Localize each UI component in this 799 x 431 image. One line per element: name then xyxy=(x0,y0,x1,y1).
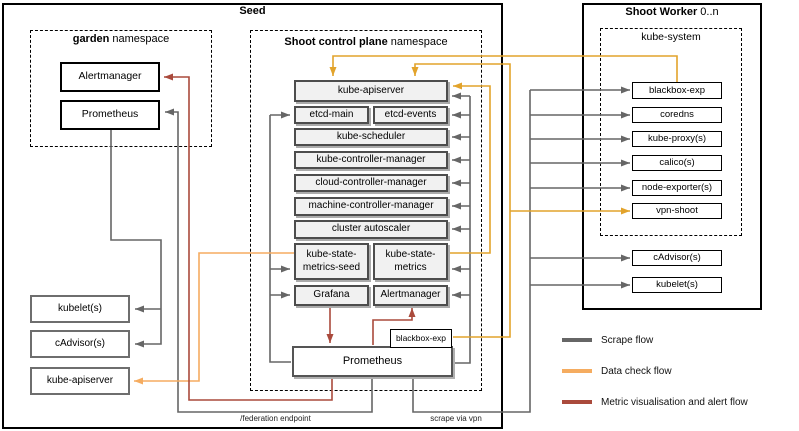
node-etcd-events: etcd-events xyxy=(373,106,448,124)
edge-scrape-cadvisor-seed xyxy=(110,130,162,348)
edge-check-ksm-seed-to-seed-apiserver xyxy=(134,252,294,385)
node-grafana: Grafana xyxy=(294,285,369,306)
node-alertmanager-cp: Alertmanager xyxy=(373,285,448,306)
node-cadvisor-seed: cAdvisor(s) xyxy=(30,330,130,358)
kube-system-namespace-label: kube-system xyxy=(641,31,701,43)
seed-box xyxy=(2,3,503,429)
node-node-exporter: node-exporter(s) xyxy=(632,180,722,196)
kube-system-namespace-box xyxy=(600,28,742,236)
node-calico: calico(s) xyxy=(632,155,722,171)
node-kube-apiserver-cp: kube-apiserver xyxy=(294,80,448,102)
legend-line-data-check xyxy=(562,369,592,373)
data-check-flow-light-edges xyxy=(134,252,294,385)
node-kube-scheduler: kube-scheduler xyxy=(294,128,448,146)
legend-item-scrape-flow: Scrape flow xyxy=(562,334,653,346)
edge-alert-prometheus-to-alertmanager-cp xyxy=(372,308,416,345)
node-kube-controller-manager: kube-controller-manager xyxy=(294,151,448,169)
edge-scrape-vpn-bus xyxy=(412,90,531,413)
legend-label-data-check: Data check flow xyxy=(601,365,672,377)
node-kube-state-metrics-seed: kube-state-metrics-seed xyxy=(294,243,369,280)
edge-scrape-left-bus xyxy=(269,115,291,363)
edge-check-worker-blackbox-to-apiserver xyxy=(329,55,678,82)
node-kube-proxy: kube-proxy(s) xyxy=(632,131,722,147)
node-etcd-main: etcd-main xyxy=(294,106,369,124)
node-kubelet-worker: kubelet(s) xyxy=(632,277,722,293)
scrape-flow-edges xyxy=(110,86,630,413)
node-machine-controller-manager: machine-controller-manager xyxy=(294,197,448,216)
node-vpn-shoot: vpn-shoot xyxy=(632,203,722,219)
node-kube-apiserver-seed: kube-apiserver xyxy=(30,367,130,395)
shoot-control-plane-namespace-box xyxy=(250,30,482,391)
scrape-via-vpn-label: scrape via vpn xyxy=(430,414,482,423)
legend-label-scrape: Scrape flow xyxy=(601,334,654,346)
data-check-flow-edges xyxy=(329,55,678,338)
shoot-worker-box xyxy=(582,3,762,310)
edge-alert-prometheus-to-alertmanager-garden xyxy=(164,73,333,401)
edge-scrape-right-bus xyxy=(454,96,471,364)
node-blackbox-exp-worker: blackbox-exp xyxy=(632,82,722,99)
node-blackbox-exp-cp: blackbox-exp xyxy=(390,329,452,348)
edge-check-blackbox-to-apiserver xyxy=(411,63,511,338)
edge-check-ksm-to-apiserver xyxy=(447,82,491,254)
legend-label-alert: Metric visualisation and alert flow xyxy=(601,396,748,408)
node-cluster-autoscaler: cluster autoscaler xyxy=(294,220,448,239)
alert-flow-edges xyxy=(164,73,416,401)
legend-line-scrape xyxy=(562,338,592,342)
node-kube-state-metrics: kube-state-metrics xyxy=(373,243,448,280)
node-cloud-controller-manager: cloud-controller-manager xyxy=(294,174,448,192)
legend-item-alert-flow: Metric visualisation and alert flow xyxy=(562,396,748,408)
edge-scrape-federation-endpoint xyxy=(165,108,373,413)
federation-endpoint-label: /federation endpoint xyxy=(240,414,311,423)
seed-title: Seed xyxy=(239,5,266,17)
node-cadvisor-worker: cAdvisor(s) xyxy=(632,250,722,266)
legend-item-data-check-flow: Data check flow xyxy=(562,365,672,377)
node-prometheus-garden: Prometheus xyxy=(60,100,160,130)
garden-namespace-box xyxy=(30,30,212,147)
node-kubelet-seed: kubelet(s) xyxy=(30,295,130,323)
node-alertmanager-garden: Alertmanager xyxy=(60,62,160,92)
node-prometheus-cp: Prometheus xyxy=(292,346,453,377)
node-coredns: coredns xyxy=(632,107,722,123)
legend-line-alert xyxy=(562,400,592,404)
